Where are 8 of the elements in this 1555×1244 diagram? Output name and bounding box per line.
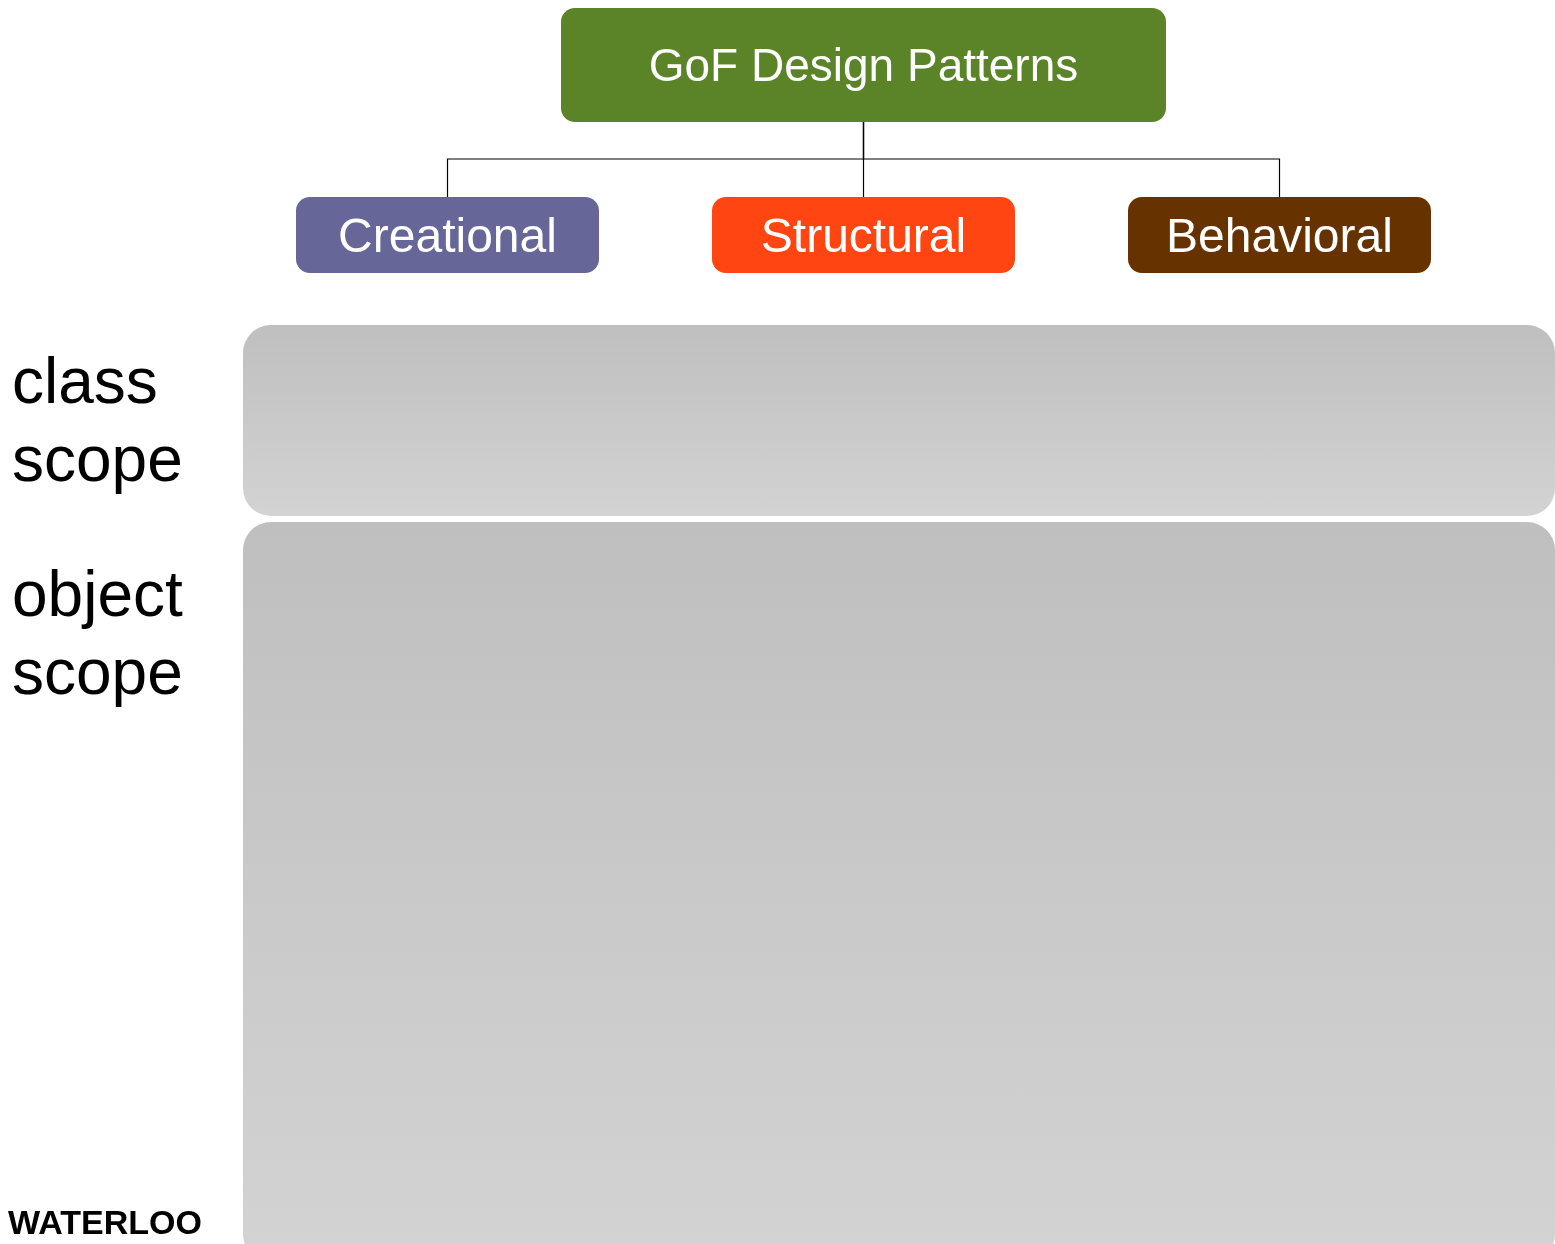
category-box: Behavioral [1128,197,1431,273]
root-category-box: GoF Design Patterns [561,8,1166,122]
scope-label: class scope [12,344,184,497]
category-box: Structural [712,197,1015,273]
footer-label: WATERLOO [8,1203,202,1242]
connector-line [862,121,1281,198]
scope-label: object scope [12,557,184,710]
category-box: Creational [296,197,599,273]
